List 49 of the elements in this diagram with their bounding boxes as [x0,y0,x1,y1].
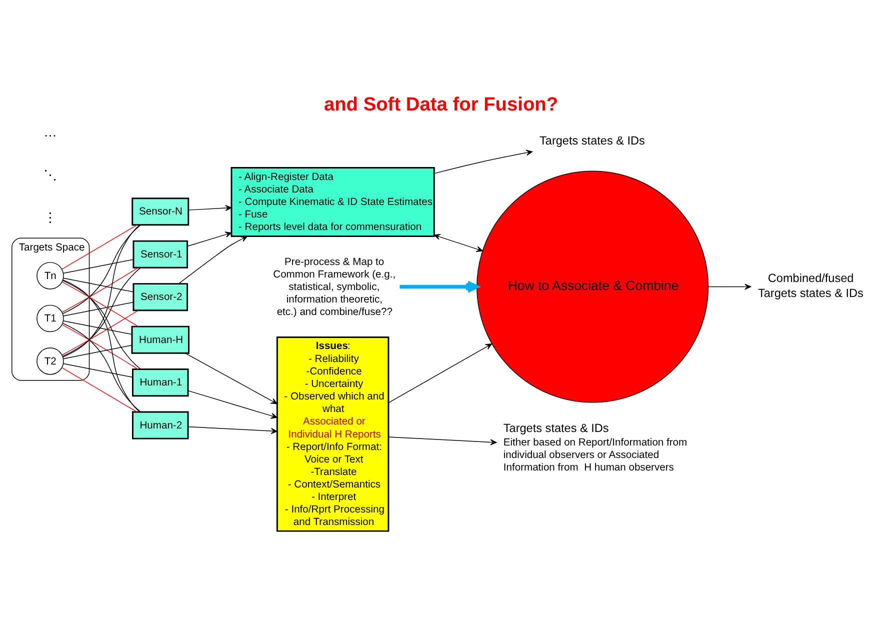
arrow [388,436,497,445]
connector [62,266,139,312]
connector [62,366,138,412]
node-box: Human-1 [132,368,189,396]
arrow [188,390,278,418]
node-box: Human-2 [132,410,189,439]
connector [62,224,140,357]
arrow [388,343,492,403]
arrow [178,236,248,284]
connector [63,258,134,274]
arrow [188,426,278,434]
connector [62,280,139,326]
connector [63,301,134,316]
connector [62,266,141,356]
label: ⋮ [44,210,57,225]
node-circle: Tn [36,262,64,289]
arrow [400,280,479,292]
arrow [434,233,483,252]
connector [62,322,141,412]
arrow [708,283,752,290]
node-box: Issues: - Reliability -Confidence - Uncertainty - Observed which and what Associated or Individual H Reports - Report/Info Format: Voice or Text -Translate - Context/Semantics - Interpret - Info/Rprt Processing and Transmission [276,336,390,532]
diagram-title: and Soft Data for Fusion? [324,94,558,115]
arrow [187,231,232,246]
node-box: Human-H [131,325,190,354]
node-box: Sensor-2 [132,282,188,311]
connector [63,320,132,334]
arrow [434,149,533,174]
arrow [188,204,232,210]
connector [63,344,132,359]
connector [62,310,139,355]
connector [62,324,139,370]
connector [62,224,141,314]
node-circle: T2 [36,347,64,374]
label: … [44,124,57,140]
connector [63,362,133,378]
node-text: Targets states & IDs [540,134,645,147]
arrow [184,352,278,404]
connector [63,277,134,292]
node-circle: T1 [36,304,64,332]
label: ⋱ [44,166,57,182]
node-box: Sensor-1 [132,240,188,268]
node-box: - Align-Register Data - Associate Data - Compute Kinematic & ID State Estimates - Fuse - Reports level data for commensuration [230,166,435,237]
connector [62,280,141,369]
node-text: Pre-process & Map to Common Framework (e.g., statistical, symbolic, information theoretic, etc.) and combine/fuse?? [273,256,396,318]
connector [62,224,138,270]
node-box: Sensor-N [132,197,190,226]
connector [62,279,140,412]
node-text: Targets states & IDs Either based on Report/Information from individual observers or Associated Information from H human observers [503,421,688,473]
node-text: Combined/fused Targets states & IDs [758,272,864,300]
